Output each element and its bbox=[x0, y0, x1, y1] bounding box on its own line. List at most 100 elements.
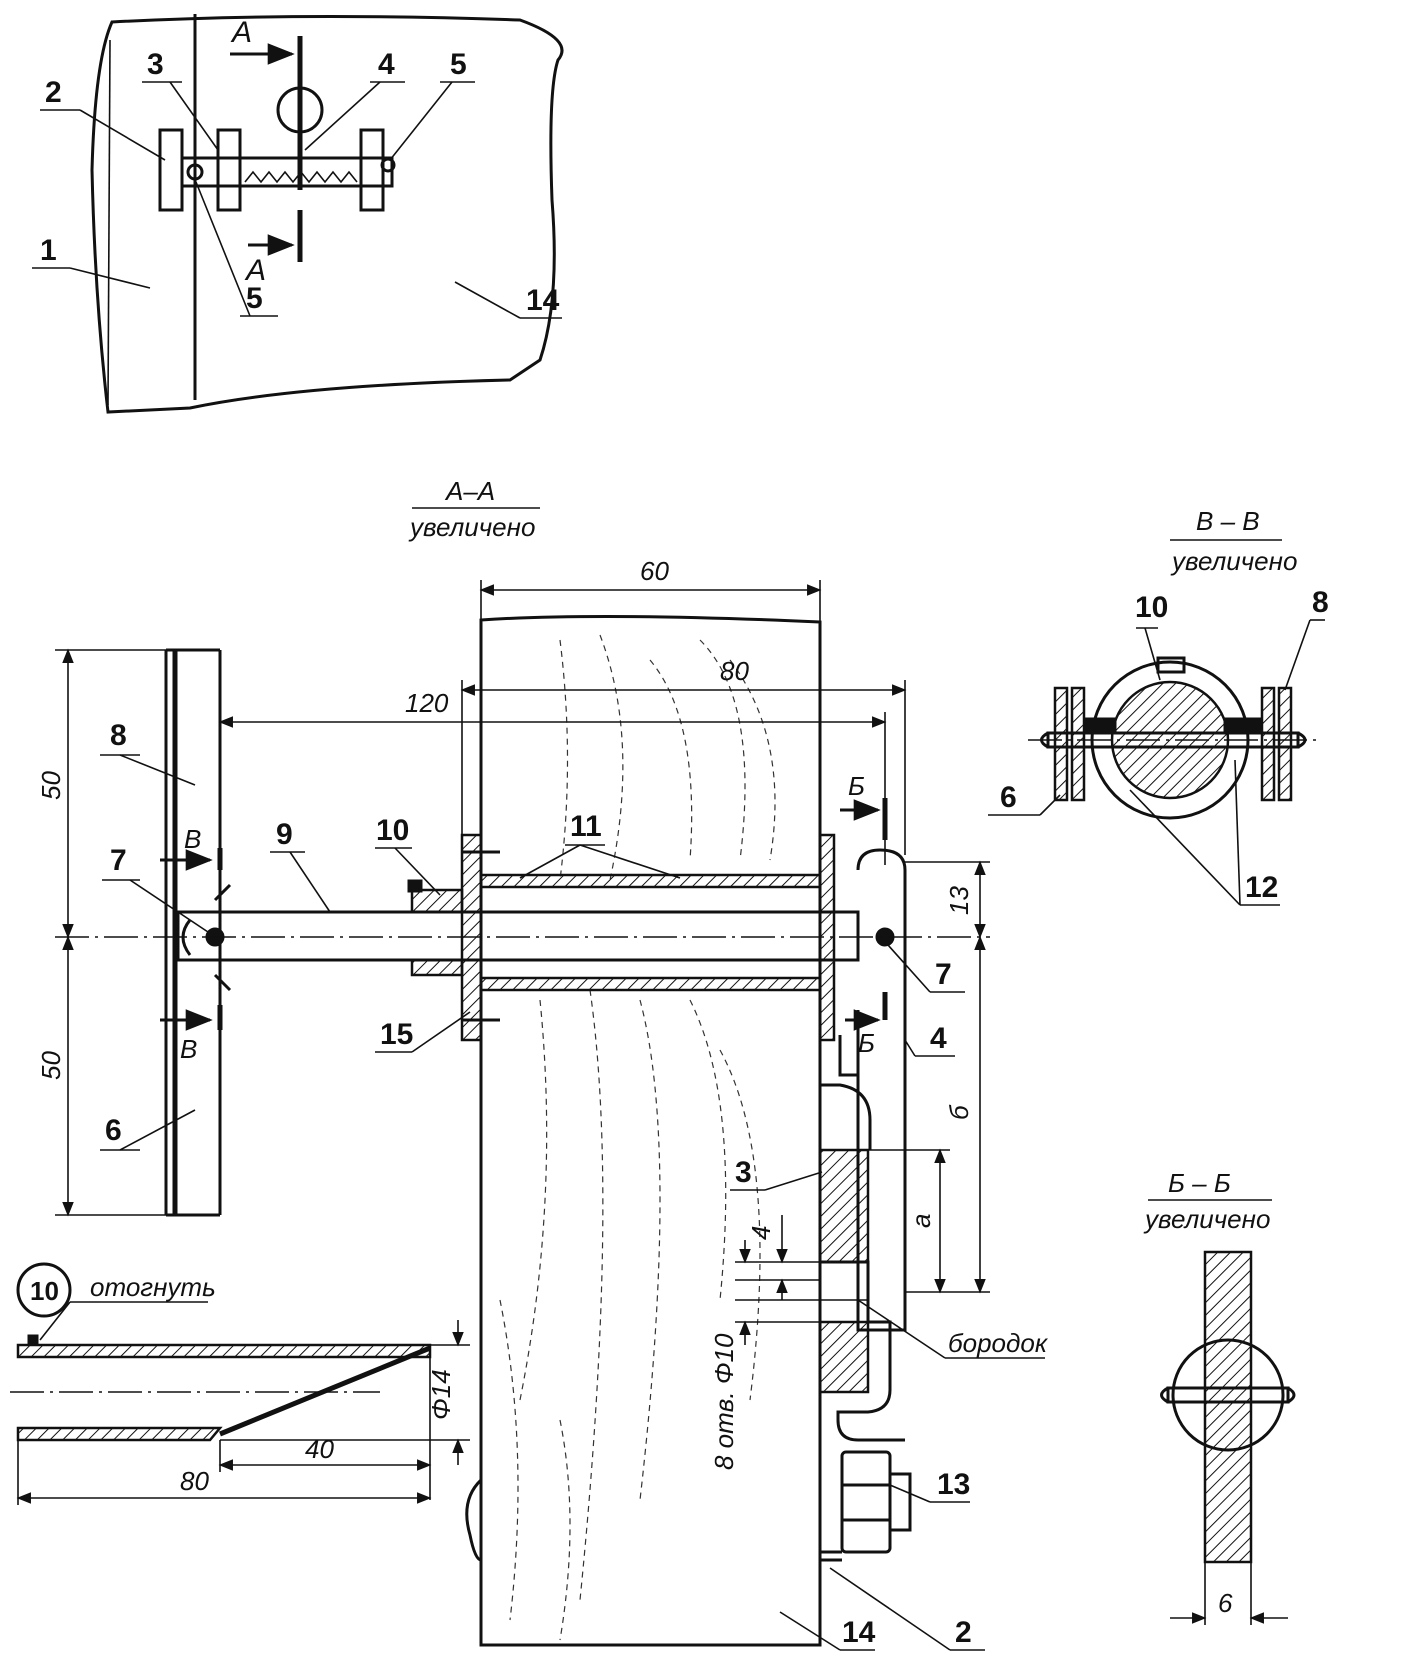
staple-left bbox=[158, 128, 184, 212]
vv-tab bbox=[1156, 656, 1186, 674]
tube-wall-top bbox=[410, 888, 464, 914]
section-vv: В – В увеличено 10 8 6 12 bbox=[988, 506, 1329, 906]
staple-3-body bbox=[818, 1148, 870, 1264]
label-6: 6 bbox=[105, 1114, 122, 1147]
detail-tube-bevel bbox=[219, 1345, 431, 1437]
label-15: 15 bbox=[380, 1018, 413, 1051]
section-mark-a-top: А bbox=[230, 16, 252, 49]
label-14: 14 bbox=[842, 1616, 876, 1649]
vv-plate-8-right-b bbox=[1277, 686, 1293, 802]
vv-label-8: 8 bbox=[1312, 586, 1329, 619]
vv-label-10: 10 bbox=[1135, 591, 1168, 624]
section-bb-title: Б – Б bbox=[1168, 1168, 1231, 1198]
staple-right bbox=[359, 128, 385, 212]
leader-3 bbox=[169, 81, 219, 151]
top-view: А А 2 3 4 5 5 1 14 bbox=[32, 14, 564, 414]
bracket-4 bbox=[856, 848, 907, 1332]
detail-tube-tab bbox=[27, 1334, 39, 1346]
bb-dim-6: 6 bbox=[1218, 1588, 1233, 1618]
staple-gap bbox=[820, 1260, 870, 1322]
pin-right bbox=[380, 157, 396, 173]
door-outline bbox=[90, 14, 564, 414]
staple-2-bend bbox=[836, 1320, 905, 1442]
vv-plate-6-left-b bbox=[1070, 686, 1086, 802]
label-10: 10 bbox=[376, 814, 409, 847]
detail-10: 10 отогнуть Φ14 40 80 bbox=[10, 1262, 470, 1505]
label-8: 8 bbox=[110, 719, 127, 752]
label-11: 11 bbox=[570, 810, 602, 843]
staple-3-bend bbox=[820, 1083, 872, 1150]
door-edge-line bbox=[107, 39, 111, 406]
section-vv-title: В – В bbox=[1196, 506, 1260, 536]
leader-2 bbox=[79, 109, 166, 161]
bolt-rod bbox=[180, 156, 394, 188]
detail-10-callout-circle bbox=[16, 1262, 72, 1318]
bushing-wall-top bbox=[479, 873, 822, 889]
vv-label-6: 6 bbox=[1000, 781, 1017, 814]
bb-pin bbox=[1166, 1386, 1290, 1404]
section-aa: А–А увеличено bbox=[36, 476, 1049, 1651]
label-14: 14 bbox=[526, 284, 560, 317]
vv-spacer-left bbox=[1083, 717, 1117, 733]
rod-9 bbox=[176, 910, 860, 962]
vv-spacer-right bbox=[1223, 717, 1263, 733]
detail-dim-80: 80 bbox=[180, 1466, 209, 1496]
section-mark-a-bottom: А bbox=[244, 254, 266, 287]
part-labels: 8 6 7 9 10 11 15 7 4 3 13 14 2 bbox=[100, 719, 985, 1651]
label-7-right: 7 bbox=[935, 958, 952, 991]
detail-tube-wall-top bbox=[16, 1343, 432, 1359]
pin-left bbox=[186, 163, 204, 181]
dim-120: 120 bbox=[405, 688, 449, 718]
detail-10-callout: 10 bbox=[30, 1276, 59, 1306]
detail-10-note: отогнуть bbox=[90, 1272, 216, 1302]
dim-holes: 8 отв. Φ10 bbox=[709, 1333, 739, 1470]
door-leaf-wood bbox=[479, 614, 822, 1647]
section-aa-title: А–А bbox=[444, 476, 495, 506]
dim-a: а bbox=[906, 1214, 936, 1228]
bolt-13-head bbox=[840, 1450, 892, 1554]
vv-plate-8-right-a bbox=[1260, 686, 1276, 802]
latch-assembly: А А bbox=[158, 16, 396, 287]
section-vv-subtitle: увеличено bbox=[1170, 546, 1297, 576]
label-3: 3 bbox=[735, 1156, 752, 1189]
mark-v-top: В bbox=[184, 824, 201, 854]
dim-60: 60 bbox=[640, 556, 669, 586]
leader-5-right bbox=[389, 81, 453, 161]
leader-5-bottom bbox=[195, 181, 251, 317]
label-9: 9 bbox=[276, 818, 293, 851]
tube-wall-bottom bbox=[410, 958, 464, 977]
vv-label-12: 12 bbox=[1245, 871, 1278, 904]
leader-1 bbox=[69, 267, 151, 289]
vv-plate-6-left-a bbox=[1053, 686, 1069, 802]
label-1: 1 bbox=[40, 234, 57, 267]
label-4: 4 bbox=[930, 1022, 947, 1055]
dim-50-bottom: 50 bbox=[36, 1051, 66, 1080]
dim-50-top: 50 bbox=[36, 771, 66, 800]
tube-bent-tab bbox=[407, 879, 423, 893]
bracket-4-bend bbox=[838, 1035, 858, 1077]
wood-grain bbox=[499, 634, 776, 1641]
label-7-left: 7 bbox=[110, 844, 127, 877]
label-2: 2 bbox=[45, 76, 62, 109]
mark-b-bottom: Б bbox=[858, 1028, 875, 1058]
label-3: 3 bbox=[147, 48, 164, 81]
section-aa-subtitle: увеличено bbox=[408, 512, 535, 542]
bb-plate bbox=[1203, 1250, 1253, 1564]
label-5-bottom: 5 bbox=[246, 282, 263, 315]
mark-b-top: Б bbox=[848, 771, 865, 801]
leader-14 bbox=[454, 281, 521, 319]
dimensions: 60 80 120 50 50 13 б bbox=[36, 556, 1049, 1470]
bolt-13-shank bbox=[888, 1472, 912, 1532]
label-2: 2 bbox=[955, 1616, 972, 1649]
detail-dim-40: 40 bbox=[305, 1434, 334, 1464]
label-13: 13 bbox=[937, 1468, 970, 1501]
mark-v-bottom: В bbox=[180, 1034, 197, 1064]
dim-4: 4 bbox=[746, 1226, 776, 1240]
leader-4 bbox=[304, 81, 381, 151]
label-4: 4 bbox=[378, 48, 395, 81]
dim-b: б bbox=[944, 1104, 974, 1120]
dim-13: 13 bbox=[944, 886, 974, 915]
bushing-wall-bottom bbox=[479, 976, 822, 992]
bolt-head-back bbox=[465, 1478, 483, 1562]
